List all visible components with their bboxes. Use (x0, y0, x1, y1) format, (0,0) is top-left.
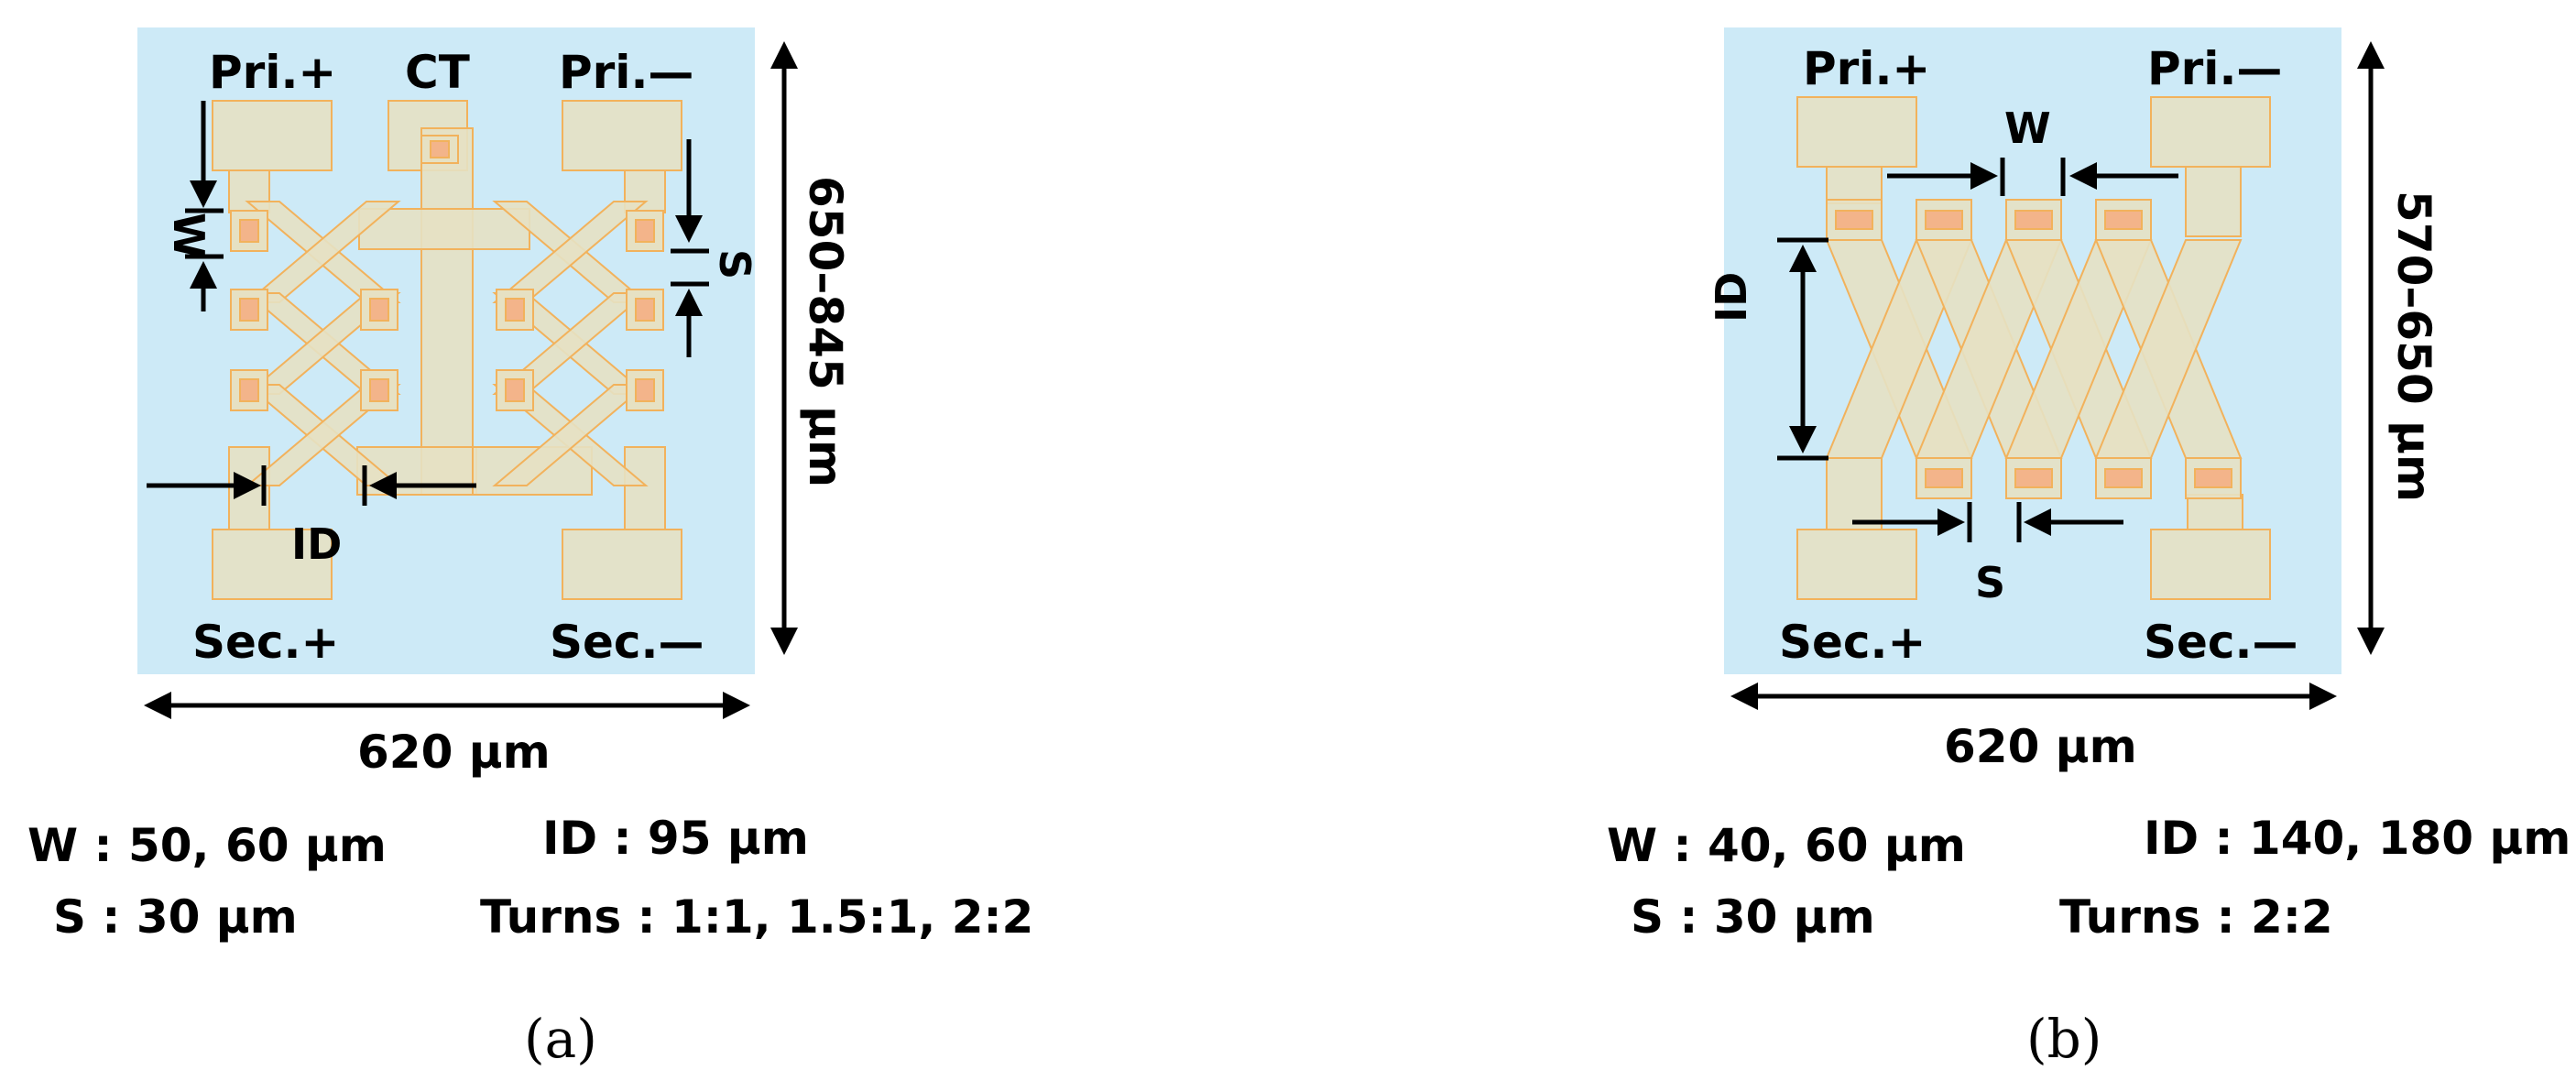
label-sec-plus: Sec.+ (192, 616, 339, 669)
spec-a-w: W : 50, 60 µm (27, 819, 387, 872)
label-a-s: S (710, 249, 759, 279)
dim-a-s (671, 139, 709, 357)
panel-b-vias (1835, 210, 2232, 488)
pad-pri-plus (212, 100, 333, 171)
feed-b-pri-minus (2185, 166, 2242, 237)
label-b-s: S (1975, 558, 2005, 607)
caption-b: (b) (2026, 1008, 2101, 1070)
feed-sec-minus (624, 446, 666, 530)
dim-b-w (1887, 158, 2178, 196)
spec-a-turns: Turns : 1:1, 1.5:1, 2:2 (480, 890, 1033, 944)
ct-stem (420, 127, 474, 496)
dim-a-w (185, 101, 224, 311)
label-a-id: ID (291, 519, 342, 569)
label-b-height: 570–650 µm (2387, 191, 2440, 502)
label-a-width: 620 µm (357, 726, 551, 779)
pad-b-sec-minus (2150, 529, 2271, 600)
feed-b-sec-plus (1826, 457, 1883, 530)
label-a-w: W (164, 213, 213, 259)
spec-b-s: S : 30 µm (1631, 890, 1875, 944)
label-pri-plus: Pri.+ (209, 46, 336, 99)
pad-sec-minus (562, 529, 682, 600)
caption-a: (a) (524, 1008, 597, 1070)
spec-a-id: ID : 95 µm (542, 812, 809, 865)
label-b-pri-plus: Pri.+ (1803, 42, 1930, 95)
spec-b-turns: Turns : 2:2 (2059, 890, 2333, 944)
label-a-height: 650–845 µm (799, 176, 852, 487)
pad-pri-minus (562, 100, 682, 171)
panel-a: Pri.+ CT Pri.— Sec.+ Sec.— W S ID (27, 27, 1033, 1070)
panel-a-layout (212, 100, 682, 600)
dim-b-id (1777, 237, 1828, 461)
panel-a-vias (230, 135, 664, 411)
label-b-id: ID (1707, 272, 1756, 322)
pad-b-pri-minus (2150, 96, 2271, 168)
label-b-sec-minus: Sec.— (2144, 616, 2298, 669)
dim-b-s (1852, 502, 2123, 542)
label-sec-minus: Sec.— (550, 616, 704, 669)
feed-b-sec-minus (2187, 494, 2243, 530)
label-b-sec-plus: Sec.+ (1779, 616, 1926, 669)
spec-b-id: ID : 140, 180 µm (2144, 812, 2571, 865)
spec-a-s: S : 30 µm (53, 890, 298, 944)
label-b-w: W (2004, 104, 2051, 153)
label-pri-minus: Pri.— (559, 46, 693, 99)
label-b-width: 620 µm (1944, 720, 2137, 773)
panel-b: Pri.+ Pri.— Sec.+ Sec.— W S ID (1607, 27, 2571, 1070)
feed-b-pri-plus (1826, 166, 1883, 204)
label-b-pri-minus: Pri.— (2147, 42, 2282, 95)
label-ct: CT (405, 46, 470, 99)
dim-a-id (147, 465, 476, 506)
pad-b-sec-plus (1796, 529, 1917, 600)
spec-b-w: W : 40, 60 µm (1607, 819, 1966, 872)
pad-sec-plus (212, 529, 333, 600)
ct-bar-top (358, 208, 530, 250)
pad-b-pri-plus (1796, 96, 1917, 168)
